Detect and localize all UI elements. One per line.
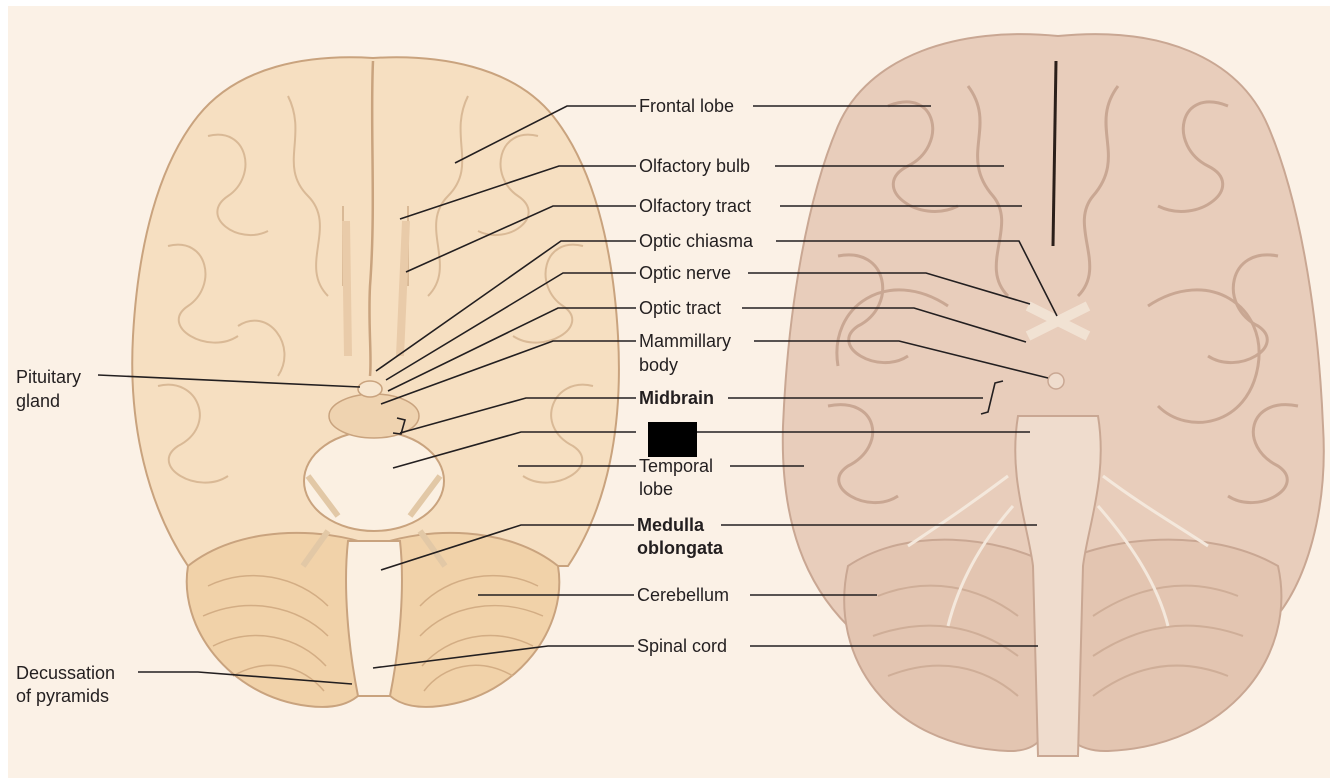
label-mammillary-body-line2: body (639, 354, 678, 377)
label-temporal-lobe-line1: Temporal (639, 455, 713, 478)
illustrated-olfactory-tract-left (346, 221, 348, 356)
label-optic-tract: Optic tract (639, 297, 721, 320)
label-cerebellum: Cerebellum (637, 584, 729, 607)
label-pituitary-line1: Pituitary (16, 366, 81, 389)
photo-mammillary-body (1048, 373, 1064, 389)
label-olfactory-bulb: Olfactory bulb (639, 155, 750, 178)
label-optic-chiasma: Optic chiasma (639, 230, 753, 253)
label-medulla-line1: Medulla (637, 514, 704, 537)
label-optic-nerve: Optic nerve (639, 262, 731, 285)
label-decussation-line2: of pyramids (16, 685, 109, 708)
label-pituitary-line2: gland (16, 390, 60, 413)
hidden-label-box (648, 422, 697, 457)
label-decussation-line1: Decussation (16, 662, 115, 685)
photo-brain (783, 34, 1324, 756)
label-midbrain: Midbrain (639, 387, 714, 410)
brain-inferior-view-figure: Frontal lobe Olfactory bulb Olfactory tr… (8, 6, 1330, 778)
label-spinal-cord: Spinal cord (637, 635, 727, 658)
label-frontal-lobe: Frontal lobe (639, 95, 734, 118)
illustrated-pons (304, 431, 444, 531)
label-olfactory-tract: Olfactory tract (639, 195, 751, 218)
illustrated-brain (132, 57, 619, 707)
illustrated-pituitary-gland (358, 381, 382, 397)
label-temporal-lobe-line2: lobe (639, 478, 673, 501)
label-mammillary-body-line1: Mammillary (639, 330, 731, 353)
label-medulla-line2: oblongata (637, 537, 723, 560)
illustrated-medulla (346, 541, 402, 696)
